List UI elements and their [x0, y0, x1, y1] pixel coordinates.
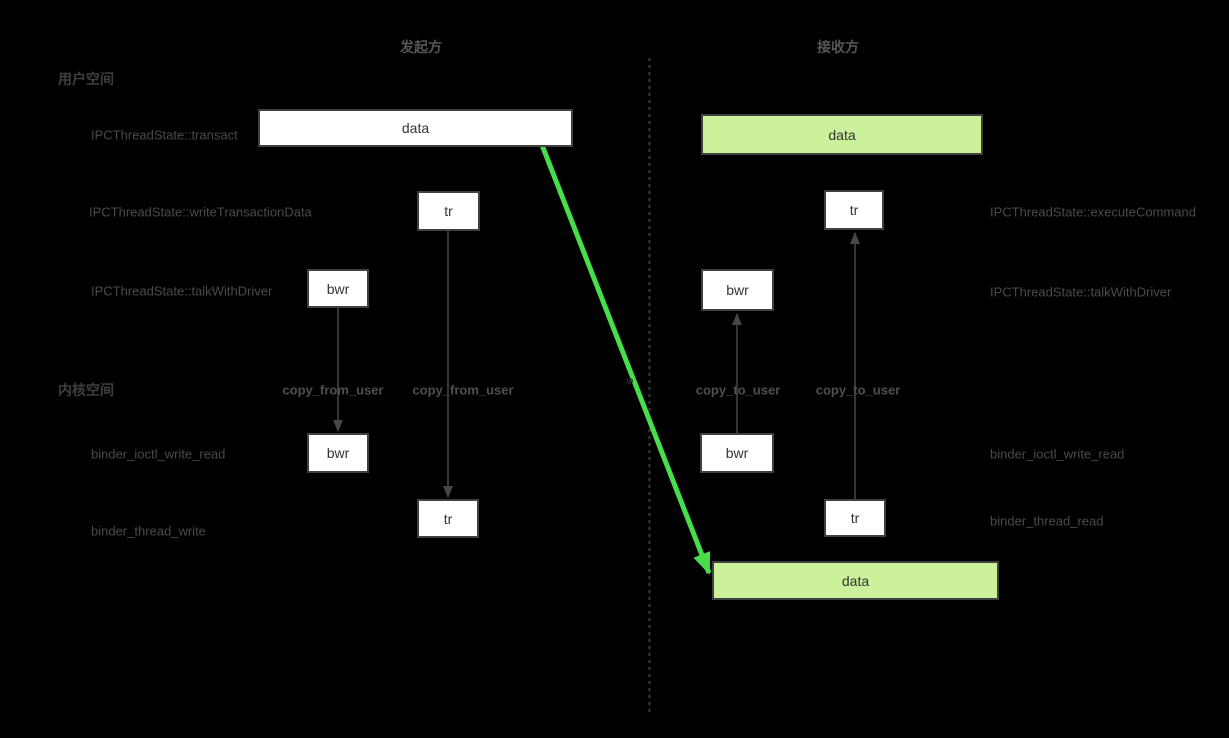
receiver-bwr-user-box: bwr	[701, 269, 774, 311]
kernel-space-label: 内核空间	[58, 382, 114, 398]
receiver-tr-kernel-box: tr	[824, 499, 886, 537]
label-copy-from-user-bwr: copy_from_user	[282, 382, 384, 398]
label-talk-with-driver-receiver: IPCThreadState::talkWithDriver	[990, 284, 1172, 300]
one-copy-green-arrow	[539, 144, 712, 575]
sender-tr-kernel-box: tr	[417, 499, 479, 538]
label-execute-command: IPCThreadState::executeCommand	[990, 204, 1196, 220]
label-binder-thread-read: binder_thread_read	[990, 513, 1104, 529]
label-binder-thread-write: binder_thread_write	[91, 523, 206, 539]
sender-column-header: 发起方	[400, 39, 442, 55]
user-space-label: 用户空间	[58, 71, 114, 87]
label-talk-with-driver-sender: IPCThreadState::talkWithDriver	[91, 283, 273, 299]
sender-bwr-kernel-box: bwr	[307, 433, 369, 473]
receiver-data-kernel-box: data	[712, 561, 999, 600]
label-binder-ioctl-write-read-receiver: binder_ioctl_write_read	[990, 446, 1125, 462]
label-copy-from-user-tr: copy_from_user	[412, 382, 514, 398]
receiver-tr-user-box: tr	[824, 190, 884, 230]
sender-tr-user-box: tr	[417, 191, 480, 231]
receiver-data-user-box: data	[701, 114, 983, 155]
label-transact: IPCThreadState::transact	[91, 127, 238, 143]
sender-data-box: data	[258, 109, 573, 147]
label-copy-to-user-tr: copy_to_user	[815, 382, 901, 398]
label-binder-ioctl-write-read-sender: binder_ioctl_write_read	[91, 446, 226, 462]
receiver-bwr-kernel-box: bwr	[700, 433, 774, 473]
receiver-column-header: 接收方	[817, 39, 859, 55]
sender-bwr-user-box: bwr	[307, 269, 369, 308]
label-copy-to-user-bwr: copy_to_user	[695, 382, 781, 398]
label-write-transaction-data: IPCThreadState::writeTransactionData	[89, 204, 312, 220]
